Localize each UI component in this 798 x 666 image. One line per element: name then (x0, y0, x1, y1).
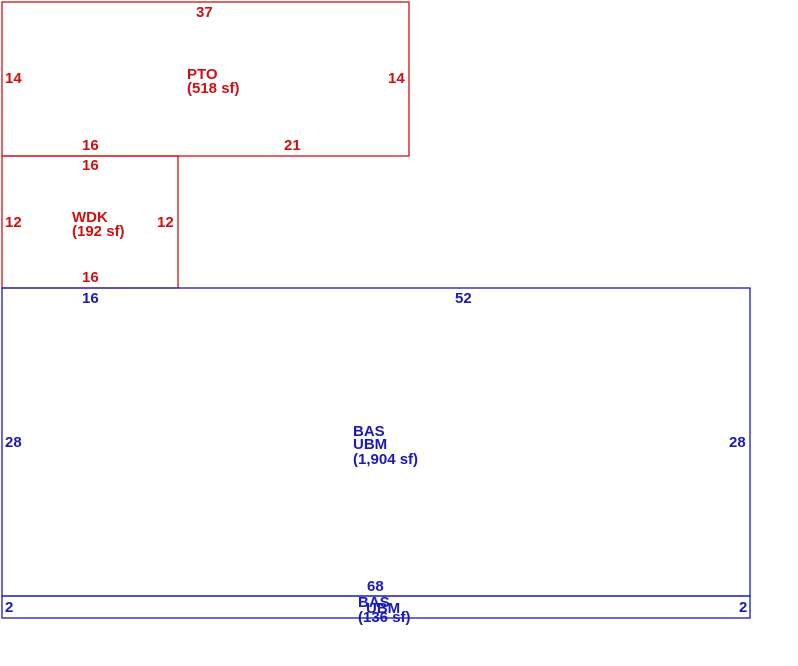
pto-dim-top: 37 (196, 4, 213, 21)
bas-dim-top-a: 16 (82, 290, 99, 307)
strip-dim-left: 2 (5, 599, 13, 616)
bas-dim-top-b: 52 (455, 290, 472, 307)
wdk-area: (192 sf) (72, 223, 125, 240)
pto-dim-bottom-b: 21 (284, 137, 301, 154)
pto-dim-left: 14 (5, 70, 22, 87)
pto-outline (1, 1, 410, 157)
bas-dim-right: 28 (729, 434, 746, 451)
bas-code2: UBM (353, 436, 387, 453)
wdk-dim-bottom: 16 (82, 269, 99, 286)
pto-code: PTO (187, 66, 218, 83)
pto-dim-bottom-a: 16 (82, 137, 99, 154)
strip-dim-right: 2 (739, 599, 747, 616)
strip-code: BAS (358, 594, 390, 611)
wdk-dim-right: 12 (157, 214, 174, 231)
strip-dim-top: 68 (367, 578, 384, 595)
wdk-dim-top: 16 (82, 157, 99, 174)
bas-code: BAS (353, 423, 385, 440)
bas-dim-left: 28 (5, 434, 22, 451)
wdk-dim-left: 12 (5, 214, 22, 231)
wdk-code: WDK (72, 209, 108, 226)
bas-strip-outline (1, 595, 751, 619)
strip-area: (136 sf) (358, 609, 411, 626)
strip-code2: UBM (366, 600, 400, 617)
bas-area: (1,904 sf) (353, 451, 418, 468)
pto-dim-right: 14 (388, 70, 405, 87)
pto-area: (518 sf) (187, 80, 240, 97)
